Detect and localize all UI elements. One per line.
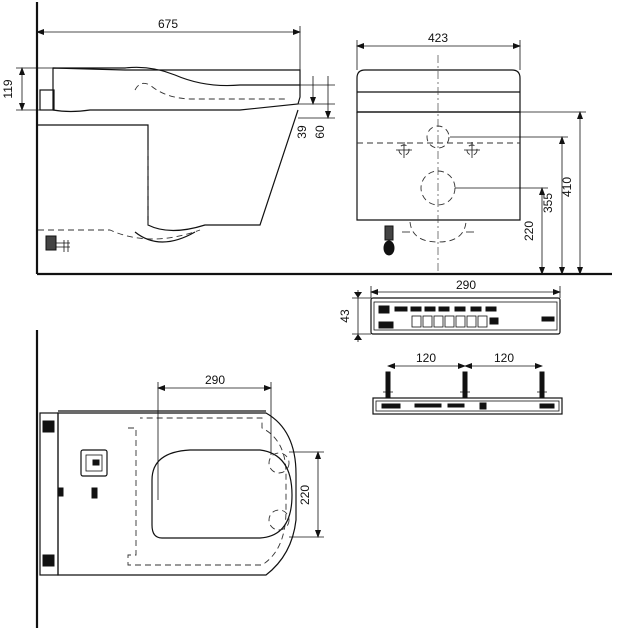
side-outlet [134,231,196,243]
side-lid [52,67,301,113]
top-seat-opening [151,449,293,539]
side-lid-curve [53,66,300,87]
side-bowl [37,109,299,232]
top-body-outline [57,412,297,576]
front-upper-hole [426,125,450,149]
bracket-slot-1 [381,403,401,409]
top-control-button [92,459,100,466]
dim-410-label: 410 [560,177,574,197]
remote-button-row-bottom [411,315,499,328]
top-control-panel-inner [85,454,103,472]
top-rear-mark [58,487,64,497]
top-corner-block-top [42,420,55,433]
front-bolt-crosshairs [396,142,480,158]
side-lid-hidden [134,82,285,100]
front-valve [384,225,394,241]
front-outlet-hidden [409,221,467,243]
dim-39-label: 39 [295,125,309,139]
side-valve-pipe [56,240,70,252]
side-hinge-block [39,89,55,111]
bracket-slot-2 [414,403,442,408]
dim-355-label: 355 [541,193,555,213]
front-valve-knob [383,240,395,256]
front-view: 423 410 355 220 [356,31,586,275]
front-bowl [356,112,521,221]
top-hidden-outline [127,417,287,566]
dim-60-label: 60 [313,125,327,139]
bracket-post-middle [462,371,468,399]
remote-inner-frame [373,301,558,331]
remote-led [378,305,390,314]
top-rear-plate [39,412,59,576]
dim-top-290-label: 290 [205,373,225,387]
remote-body [370,297,561,335]
dim-bracket-right-label: 120 [494,351,514,365]
top-hole-upper [268,452,290,474]
bracket-post-right [539,371,545,399]
bracket-inner [375,400,560,412]
dim-remote-290-label: 290 [456,278,476,292]
bracket-post-left [385,371,391,399]
dim-bracket-left-label: 120 [416,351,436,365]
wall-bracket-view: 120 120 [372,351,563,415]
dim-220-label: 220 [522,221,536,241]
remote-control-view: 290 43 [338,278,561,342]
side-valve [45,235,57,251]
dim-675-label: 675 [158,17,178,31]
remote-button-row-top [394,306,497,312]
top-control-panel [80,449,108,477]
bracket-slot-3 [447,403,465,408]
dim-119-label: 119 [1,79,15,98]
top-view: 290 220 [35,330,324,628]
top-corner-block-bottom [42,554,55,567]
top-hole-lower [268,509,290,531]
side-bowl-bottom [38,229,201,240]
bracket-body [372,397,563,415]
dim-43-label: 43 [338,309,352,323]
top-sensor [91,487,98,499]
dim-423-label: 423 [428,31,448,45]
remote-brand-mark [541,316,555,322]
side-view: 675 119 39 60 [1,2,612,276]
dim-top-220-label: 220 [298,485,312,505]
bracket-slot-4 [479,402,487,410]
bracket-slot-5 [539,403,555,409]
front-lid [356,69,521,113]
remote-power-button [378,321,394,329]
